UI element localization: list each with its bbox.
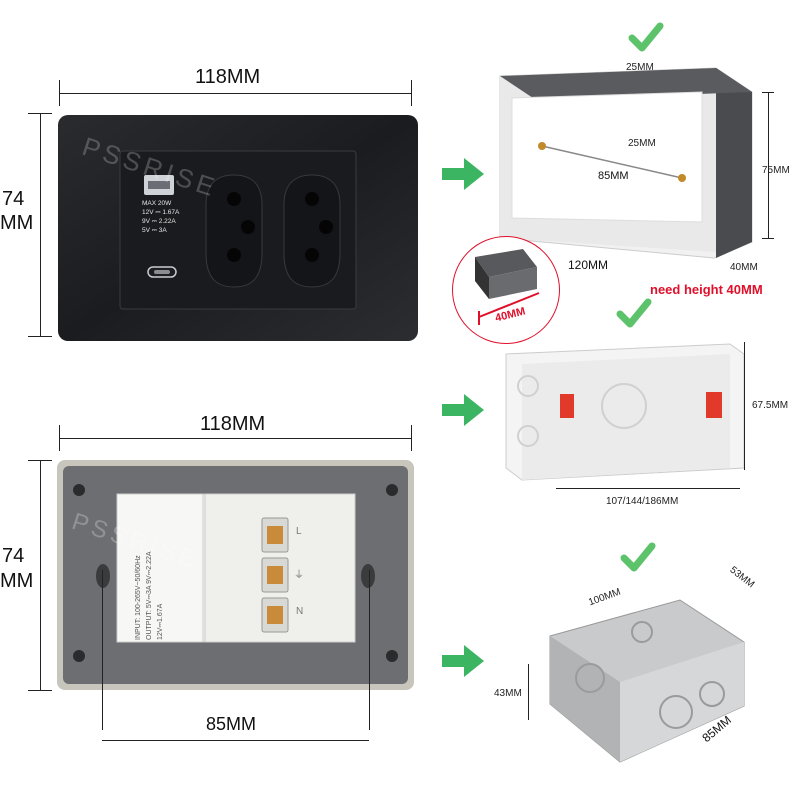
arrow-right-icon (442, 158, 484, 190)
arrow-right-icon (442, 394, 484, 426)
bottom-width-label: 118MM (200, 413, 266, 435)
bottom-height-label-1: 74 (2, 545, 25, 567)
box1-inner-label: 25MM (628, 138, 656, 149)
mounting-box-2-image (500, 340, 746, 486)
checkmark-icon (628, 22, 664, 52)
box1-depth-label: 40MM (730, 262, 758, 273)
bottom-height-label-2: MM (0, 570, 34, 592)
front-panel-image: MAX 20W 12V ⎓ 1.67A 9V ⎓ 2.22A 5V ⎓ 3A P… (58, 115, 418, 341)
bottom-span-label: 85MM (206, 714, 257, 734)
mounting-box-3-image (530, 586, 760, 786)
top-width-label: 118MM (195, 66, 261, 88)
top-height-label-2: MM (0, 212, 34, 234)
box3-height-label: 43MM (494, 688, 522, 699)
box1-note: need height 40MM (650, 282, 763, 297)
usb-spec-12v: 12V ⎓ 1.67A (142, 209, 180, 216)
box1-width-label: 120MM (568, 258, 609, 272)
depth-zoom-circle: 40MM (452, 236, 560, 344)
terminal-label-ground: ⏚ (294, 570, 304, 581)
usb-spec-max: MAX 20W (142, 200, 172, 207)
usb-spec-5v: 5V ⎓ 3A (142, 227, 167, 234)
box1-height-label: 75MM (762, 165, 790, 176)
checkmark-icon (616, 298, 652, 328)
box2-height-label: 67.5MM (752, 400, 789, 411)
back-panel-image: INPUT: 100-265V~50/60Hz OUTPUT: 5V⎓3A 9V… (57, 460, 414, 690)
top-height-label-1: 74 (2, 188, 25, 210)
terminal-label-n: N (296, 606, 304, 617)
usb-spec: MAX 20W 12V ⎓ 1.67A 9V ⎓ 2.22A 5V ⎓ 3A (142, 199, 202, 235)
arrow-right-icon (442, 645, 484, 677)
checkmark-icon (620, 542, 656, 572)
box2-width-label: 107/144/186MM (606, 496, 679, 507)
module-text-input: INPUT: 100-265V~50/60Hz (135, 555, 142, 640)
module-text-output: OUTPUT: 5V⎓3A 9V⎓2.22A (146, 551, 153, 640)
terminal-label-l: L (296, 526, 302, 537)
mounting-box-1-image (496, 62, 760, 262)
box1-span-label: 85MM (598, 170, 629, 182)
usb-spec-9v: 9V ⎓ 2.22A (142, 218, 176, 225)
box1-top-label: 25MM (626, 62, 654, 73)
